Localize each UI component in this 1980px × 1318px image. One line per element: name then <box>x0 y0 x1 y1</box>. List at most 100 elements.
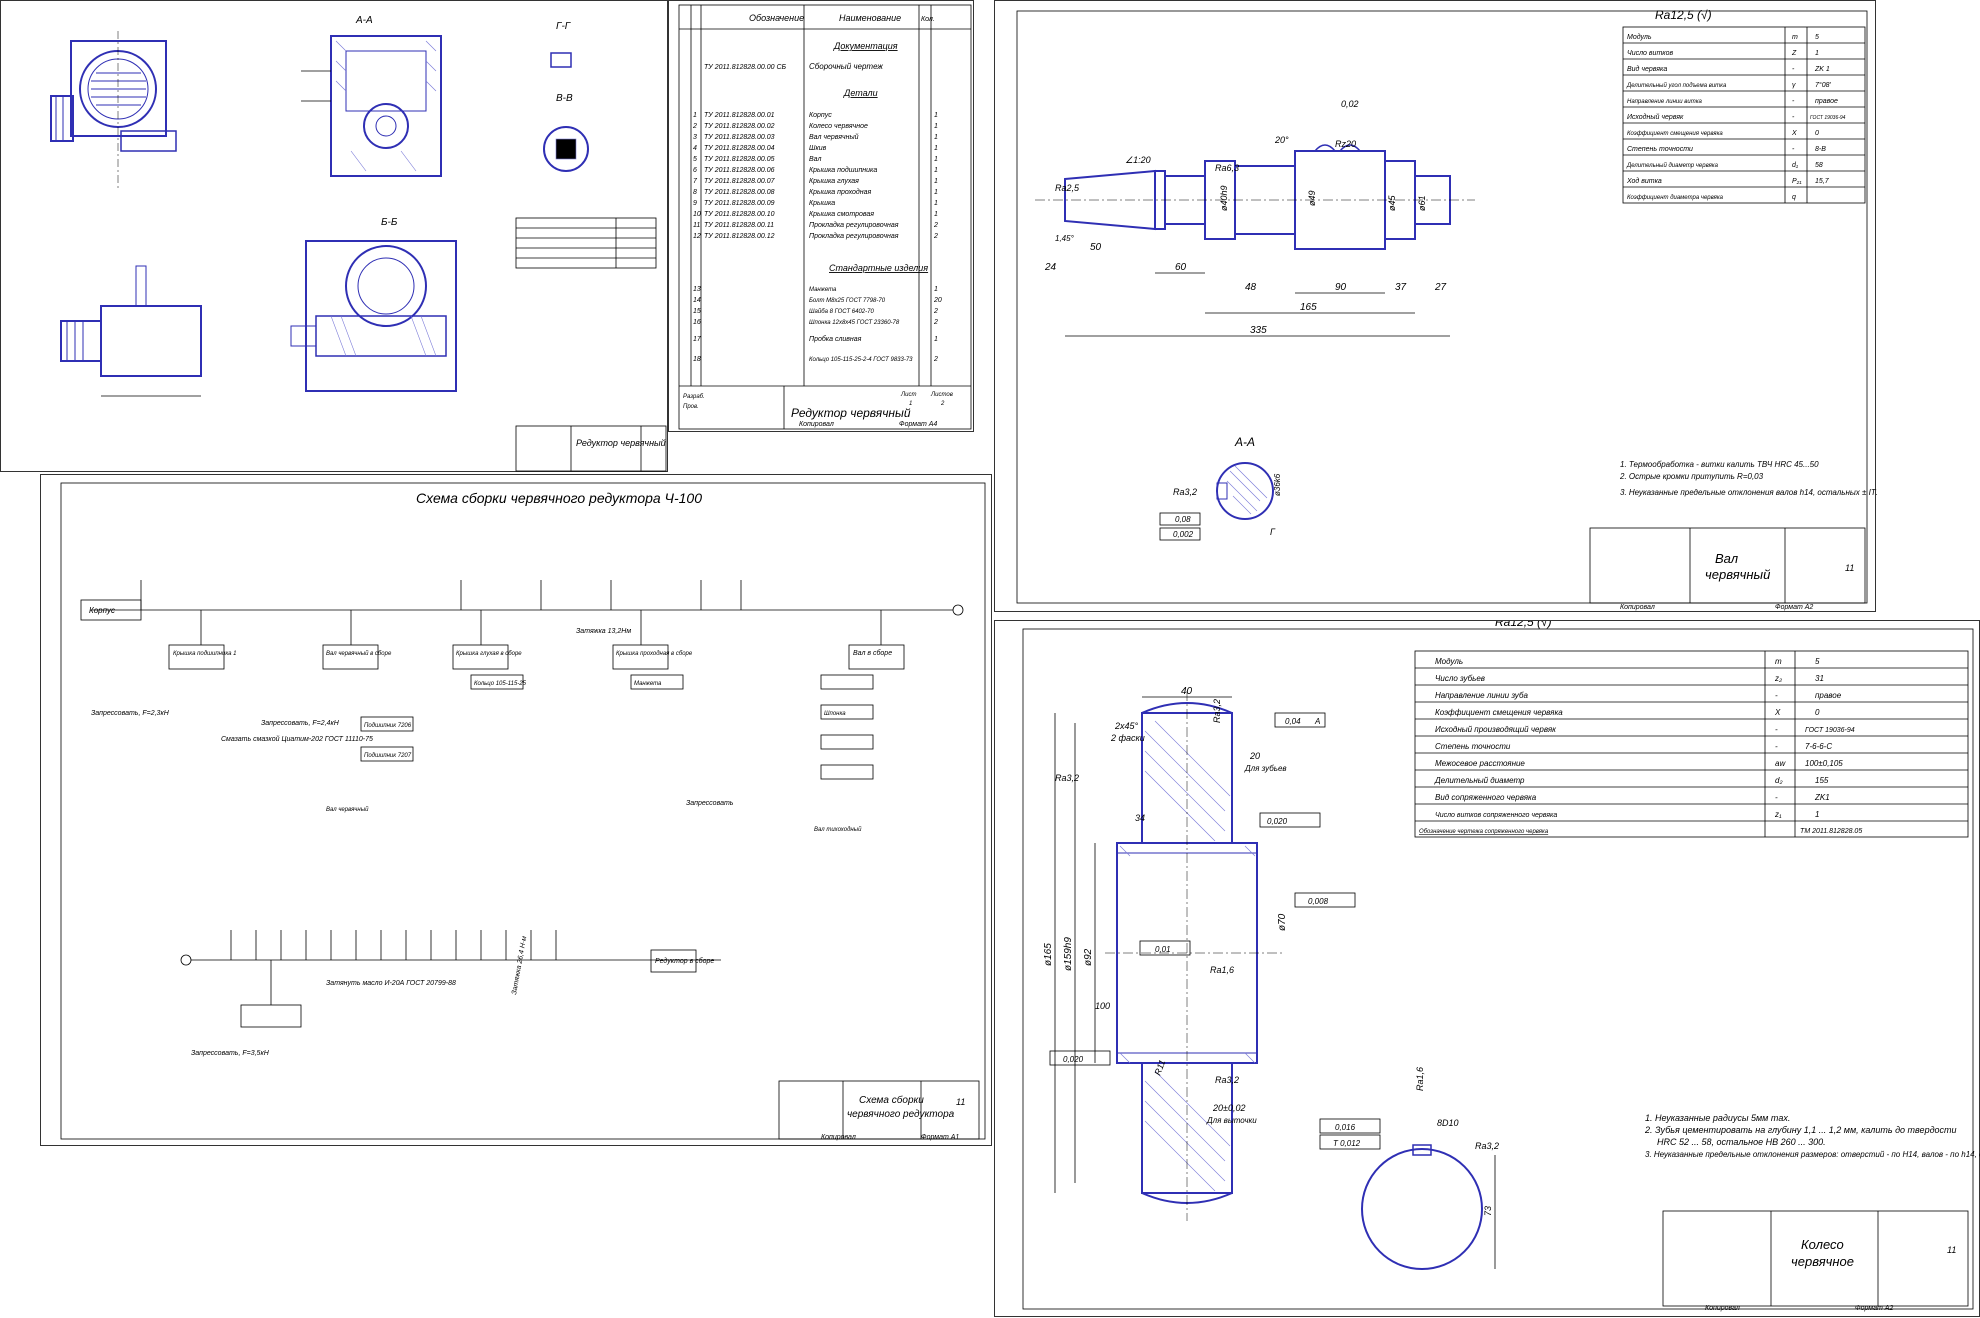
wparam-name: Число зубьев <box>1435 674 1485 683</box>
scheme-node-boxes <box>168 644 905 780</box>
spec-col-qty: Кол. <box>921 16 935 23</box>
wheel-dim-teeth: Для зубьев <box>1244 764 1287 773</box>
param-val: 5 <box>1815 34 1819 41</box>
wheel-dim-tol020: 0,020 <box>1267 817 1288 826</box>
shaft-section-aa: А-А Ra3,2 0,08 0,002 ø36k6 Г <box>1159 435 1282 541</box>
wparam-name: Межосевое расстояние <box>1435 759 1525 768</box>
shaft-dims: 335 165 90 60 50 48 37 27 24 ø49 ø40h9 ø… <box>1044 99 1450 337</box>
part-code: ТУ 2011.812828.00.01 <box>704 112 775 119</box>
part-code: ТУ 2011.812828.00.09 <box>704 200 775 207</box>
wheel-bore-73: 73 <box>1483 1206 1493 1216</box>
scheme-op: Запрессовать <box>686 800 734 807</box>
part-pos: 3 <box>693 134 697 141</box>
wheel-note-1: 1. Неуказанные радиусы 5мм max. <box>1645 1113 1790 1123</box>
sheet-worm-shaft: 335 165 90 60 50 48 37 27 24 ø49 ø40h9 ø… <box>994 0 1877 612</box>
std-name: Манжета <box>809 287 837 293</box>
param-name: Делительный диаметр червяка <box>1626 162 1719 169</box>
wheel-dim-d92: ø92 <box>1083 948 1094 966</box>
wheel-footer-format: Формат А2 <box>1855 1305 1894 1312</box>
dim-d61: ø61 <box>1417 195 1427 211</box>
wheel-dim-34: 34 <box>1135 813 1145 823</box>
wheel-bore-ra32: Ra3,2 <box>1475 1141 1499 1151</box>
spec-doc-code: ТУ 2011.812828.00.00 СБ <box>704 64 787 71</box>
part-name: Корпус <box>809 112 832 119</box>
part-name: Вал <box>809 156 821 163</box>
param-sym: X <box>1791 130 1797 137</box>
param-sym: - <box>1792 114 1795 121</box>
scheme-tb-title-2: червячного редуктора <box>847 1109 955 1120</box>
sheet-assembly-scheme: Схема сборки червячного редуктора Ч-100 … <box>40 474 992 1146</box>
wheel-dim-d159: ø159h9 <box>1063 937 1074 971</box>
dim-4x30: 20° <box>1274 135 1289 145</box>
spec-title-block: Разраб. Пров. Редуктор червячный Лист Ли… <box>679 385 971 429</box>
scheme-stubs-top <box>140 580 882 645</box>
std-pos: 15 <box>693 308 701 315</box>
wheel-sheet-no: 11 <box>1947 1245 1956 1255</box>
std-name: Болт М8х25 ГОСТ 7798-70 <box>809 298 886 304</box>
assembly-title-block: Редуктор червячный <box>515 425 667 472</box>
spec-parts-rows: 1 ТУ 2011.812828.00.01 Корпус 1 2 ТУ 201… <box>692 112 938 240</box>
shaft-sec-g: Г <box>1270 527 1276 537</box>
scheme-node: Крышка глухая в сборе <box>456 651 522 657</box>
part-code: ТУ 2011.812828.00.06 <box>704 167 775 174</box>
std-qty: 1 <box>934 336 938 343</box>
sections-small: Г-Г В-В <box>543 21 589 172</box>
part-pos: 10 <box>693 211 701 218</box>
part-pos: 8 <box>693 189 697 196</box>
wparam-val: 5 <box>1815 657 1820 666</box>
scheme-node: Подшипник 7206 <box>364 723 412 729</box>
scheme-final: Редуктор в сборе <box>655 957 714 965</box>
part-pos: 2 <box>692 123 697 130</box>
part-name: Крышка подшипника <box>809 166 877 174</box>
param-name: Коэффициент смещения червяка <box>1627 131 1723 137</box>
part-pos: 4 <box>693 145 697 152</box>
shaft-params-table: Ra12,5 (√) Модуль m 5 Число витков Z 1 В… <box>1622 8 1866 204</box>
wparam-sym: - <box>1775 742 1778 751</box>
spec-std-rows: 13 Манжета 1 14 Болт М8х25 ГОСТ 7798-70 … <box>693 286 942 363</box>
spec-footer-format: Формат А4 <box>899 421 938 428</box>
param-sym: Z <box>1791 50 1797 57</box>
wparam-sym: m <box>1775 657 1782 666</box>
scheme-op: Запрессовать, F=2,4кН <box>261 720 340 727</box>
wparam-val: 1 <box>1815 810 1819 819</box>
param-sym: d₁ <box>1792 162 1799 169</box>
std-pos: 14 <box>693 297 701 304</box>
scheme-sheet-no: 11 <box>956 1097 965 1107</box>
param-sym: - <box>1792 146 1795 153</box>
wheel-dim-d70: ø70 <box>1277 913 1288 931</box>
part-qty: 1 <box>934 134 938 141</box>
shaft-footer-format: Формат А2 <box>1775 604 1814 611</box>
wparam-name: Степень точности <box>1435 742 1511 751</box>
assembly-views-svg: А-А Б-Б <box>50 15 667 472</box>
shaft-note-3: 3. Неуказанные предельные отклонения вал… <box>1620 488 1877 497</box>
spec-checker: Пров. <box>683 404 699 410</box>
wheel-bore-key: 8D10 <box>1437 1118 1459 1128</box>
wheel-dim-20pm: 20±0,02 <box>1212 1103 1245 1113</box>
part-name: Крышка смотровая <box>809 211 874 218</box>
shaft-sheet-no: 11 <box>1845 563 1854 573</box>
shaft-title-block: Вал червячный 11 <box>1589 527 1866 604</box>
scheme-base: Корпус <box>89 606 115 615</box>
shaft-drawing-svg: 335 165 90 60 50 48 37 27 24 ø49 ø40h9 ø… <box>1016 8 1877 604</box>
wparam-val: 7-6-6-С <box>1805 742 1832 751</box>
wheel-notes: 1. Неуказанные радиусы 5мм max. 2. Зубья… <box>1644 1113 1980 1159</box>
shaft-note-1: 1. Термообработка - витки калить ТВЧ HRC… <box>1620 460 1819 469</box>
param-sym: - <box>1792 66 1795 73</box>
dim-165: 165 <box>1300 302 1317 313</box>
top-view <box>60 265 202 397</box>
section-aa: А-А <box>301 15 442 177</box>
wheel-note-4: 3. Неуказанные предельные отклонения раз… <box>1645 1150 1980 1159</box>
part-qty: 1 <box>934 112 938 119</box>
wparam-name: Исходный производящий червяк <box>1435 725 1557 734</box>
wheel-bore-tol1: 0,016 <box>1335 1123 1356 1132</box>
param-val: 58 <box>1815 162 1823 169</box>
param-sym: γ <box>1792 82 1796 89</box>
wparam-val: 0 <box>1815 708 1820 717</box>
wparam-name: Обозначение чертежа сопряженного червяка <box>1419 829 1549 835</box>
part-name: Колесо червячное <box>809 123 868 130</box>
dim-runout: 0,02 <box>1341 99 1359 109</box>
shaft-sec-tol1: 0,08 <box>1175 515 1191 524</box>
wheel-dim-chamfer: 2x45° <box>1114 721 1139 731</box>
scheme-node: Кольцо 105-115-25 <box>474 681 527 687</box>
dim-chamfer: 1,45° <box>1055 234 1075 243</box>
